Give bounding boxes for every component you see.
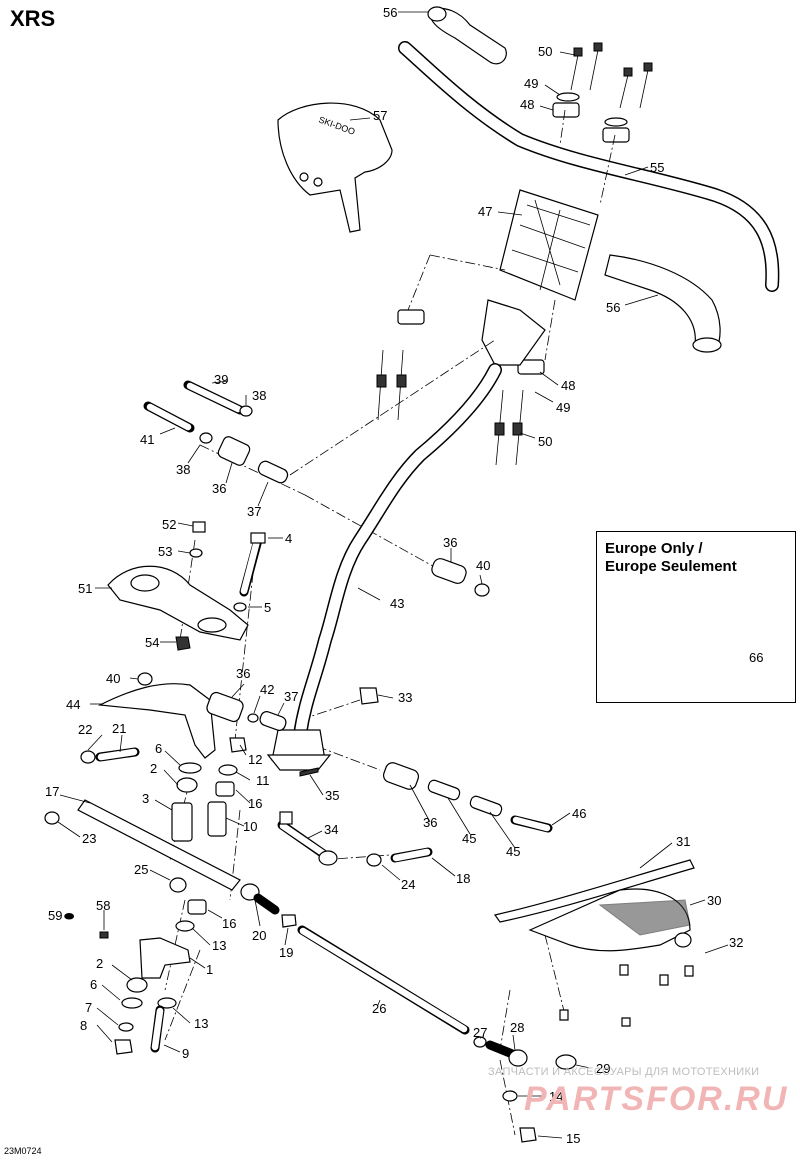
callout-46: 46	[572, 806, 586, 821]
callout-31: 31	[676, 834, 690, 849]
callout-13-upper: 13	[212, 938, 226, 953]
callout-18: 18	[456, 871, 470, 886]
callout-36-b: 36	[443, 535, 457, 550]
callout-56-top: 56	[383, 5, 397, 20]
callout-16-upper: 16	[248, 796, 262, 811]
callout-41: 41	[140, 432, 154, 447]
callout-32: 32	[729, 935, 743, 950]
callout-38-lower: 38	[176, 462, 190, 477]
callout-34: 34	[324, 822, 338, 837]
right-hardware	[240, 558, 577, 1143]
callout-9: 9	[182, 1046, 189, 1061]
model-title: XRS	[10, 6, 56, 31]
callout-5: 5	[264, 600, 271, 615]
callout-36-d: 36	[423, 815, 437, 830]
callout-53: 53	[158, 544, 172, 559]
europe-only-inset: Europe Only / Europe Seulement 66	[596, 531, 796, 703]
callout-47: 47	[478, 204, 492, 219]
callout-66: 66	[749, 650, 764, 665]
callout-21: 21	[112, 721, 126, 736]
callout-58: 58	[96, 898, 110, 913]
boot-assembly	[493, 859, 695, 1027]
inset-title-line2: Europe Seulement	[605, 558, 737, 575]
watermark-tagline: ЗАПЧАСТИ И АКСЕССУАРЫ ДЛЯ МОТОТЕХНИКИ	[488, 1066, 760, 1078]
callout-49-upper: 49	[524, 76, 538, 91]
callout-11: 11	[256, 773, 270, 788]
callout-48-upper: 48	[520, 97, 534, 112]
callout-50-lower: 50	[538, 434, 552, 449]
callout-2-upper: 2	[150, 761, 157, 776]
callout-55: 55	[650, 160, 664, 175]
callout-labels: 56 50 49 48 57 55 47 56 48 49 50 39 38 4…	[45, 5, 743, 1146]
callout-1: 1	[206, 962, 213, 977]
callout-10: 10	[243, 819, 257, 834]
callout-28: 28	[510, 1020, 524, 1035]
callout-42: 42	[260, 682, 274, 697]
callout-4: 4	[285, 531, 292, 546]
callout-17: 17	[45, 784, 59, 799]
callout-25: 25	[134, 862, 148, 877]
callout-38-upper: 38	[252, 388, 266, 403]
callout-39: 39	[214, 372, 228, 387]
drawing-code: 23M0724	[4, 1146, 42, 1156]
callout-26: 26	[372, 1001, 386, 1016]
callout-54: 54	[145, 635, 159, 650]
callout-22: 22	[78, 722, 92, 737]
callout-59: 59	[48, 908, 62, 923]
callout-30: 30	[707, 893, 721, 908]
callout-37-lower: 37	[284, 689, 298, 704]
callout-7: 7	[85, 1000, 92, 1015]
callout-6-lower: 6	[90, 977, 97, 992]
watermark-brand: PARTSFOR.RU	[524, 1080, 789, 1118]
callout-40-right: 40	[476, 558, 490, 573]
callout-12: 12	[248, 752, 262, 767]
callout-2-lower: 2	[96, 956, 103, 971]
callout-20: 20	[252, 928, 266, 943]
inset-title: Europe Only / Europe Seulement	[605, 540, 737, 576]
leader-lines	[57, 11, 741, 1139]
steering-column	[266, 363, 502, 771]
callout-45-b: 45	[506, 844, 520, 859]
callout-27: 27	[473, 1025, 487, 1040]
handlebar-assembly: SKI-DOO	[277, 6, 780, 466]
callout-40-left: 40	[106, 671, 120, 686]
callout-52: 52	[162, 517, 176, 532]
callout-14: 14	[549, 1089, 563, 1104]
callout-56-right: 56	[606, 300, 620, 315]
left-hardware	[44, 380, 289, 1055]
callout-44: 44	[66, 697, 80, 712]
callout-3: 3	[142, 791, 149, 806]
callout-6-upper: 6	[155, 741, 162, 756]
callout-15: 15	[566, 1131, 580, 1146]
callout-45-a: 45	[462, 831, 476, 846]
callout-51: 51	[78, 581, 92, 596]
callout-37-upper: 37	[247, 504, 261, 519]
callout-13-lower: 13	[194, 1016, 208, 1031]
callout-8: 8	[80, 1018, 87, 1033]
callout-19: 19	[279, 945, 293, 960]
callout-36-c: 36	[236, 666, 250, 681]
callout-23: 23	[82, 831, 96, 846]
callout-43: 43	[390, 596, 404, 611]
callout-49-lower: 49	[556, 400, 570, 415]
callout-33: 33	[398, 690, 412, 705]
inset-title-line1: Europe Only /	[605, 540, 703, 557]
callout-16-lower: 16	[222, 916, 236, 931]
callout-50-upper: 50	[538, 44, 552, 59]
callout-36-a: 36	[212, 481, 226, 496]
callout-48-lower: 48	[561, 378, 575, 393]
callout-24: 24	[401, 877, 415, 892]
lubricant-drop-icon: ⬬	[64, 909, 75, 923]
callout-29: 29	[596, 1061, 610, 1076]
callout-57: 57	[373, 108, 387, 123]
callout-35: 35	[325, 788, 339, 803]
